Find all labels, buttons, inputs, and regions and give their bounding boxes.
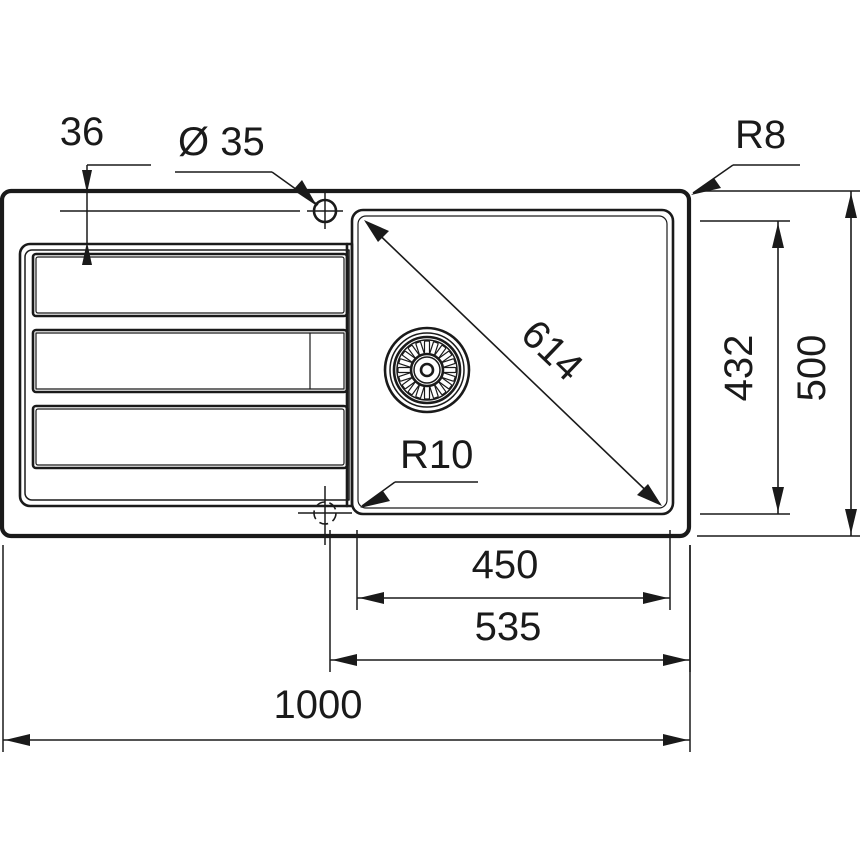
dimension-label-overall-width: 1000	[274, 683, 363, 727]
drainboard-rib-middle	[31, 328, 349, 394]
dimension-bowl-radius: R10	[360, 433, 478, 508]
tap-hole-lower	[298, 486, 352, 545]
drainboard-rib-bottom	[31, 404, 349, 470]
dimension-label-36: 36	[60, 110, 105, 154]
drain-strainer	[383, 326, 471, 414]
dimension-outer-radius: R8	[691, 113, 800, 195]
drainboard-rib-top	[31, 252, 349, 318]
dimension-label-outer-radius: R8	[735, 113, 786, 157]
dimension-overall-width: 1000	[2, 545, 691, 752]
dimension-bowl-depth: 432	[700, 220, 790, 515]
dimension-label-bowl-depth: 432	[717, 335, 761, 402]
outer-body-outline	[0, 188, 692, 539]
dimension-label-bowl-section-width: 535	[475, 605, 542, 649]
dimension-36: 36	[60, 110, 300, 265]
dimension-bowl-width: 450	[356, 530, 671, 610]
dimension-label-bowl-radius: R10	[400, 433, 473, 477]
tap-hole-upper	[307, 193, 343, 229]
dimension-label-tap-hole-diameter: Ø 35	[178, 120, 265, 164]
dimension-tap-hole-diameter: Ø 35	[175, 120, 319, 206]
dimension-label-overall-depth: 500	[790, 335, 834, 402]
bowl	[350, 208, 675, 516]
dimension-label-bowl-width: 450	[472, 543, 539, 587]
dimension-label-bowl-diagonal: 614	[513, 312, 592, 390]
drainboard	[18, 242, 354, 508]
dimension-overall-depth: 500	[697, 190, 860, 537]
